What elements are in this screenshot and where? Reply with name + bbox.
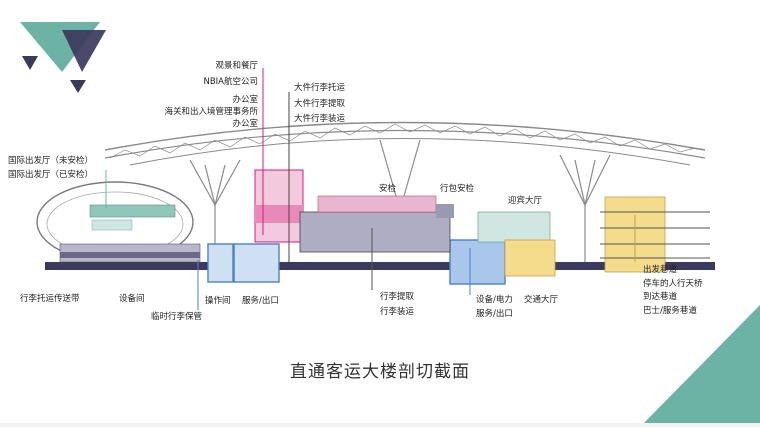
- left-conveyor-band: [60, 252, 200, 258]
- leader-lines: [105, 68, 636, 310]
- label-departure-lane: 出发巷道: [643, 265, 678, 275]
- teal-triangle-bottom-right: [640, 305, 760, 427]
- label-baggage-loading: 大件行李装运: [294, 114, 346, 124]
- roof-truss: [104, 121, 706, 166]
- navy-triangle-bottom: [70, 80, 86, 93]
- navy-triangle-top: [62, 30, 106, 72]
- label-nbia-airline: NBIA航空公司: [203, 77, 258, 87]
- blue-block-2: [233, 243, 280, 283]
- label-bag-pickup: 行李提取: [380, 292, 415, 302]
- departure-dome: [36, 181, 194, 263]
- label-temp-storage: 临时行李保管: [151, 312, 203, 322]
- label-arrival-lane: 到达巷道: [643, 292, 678, 302]
- yellow-transport-block: [504, 239, 556, 277]
- label-service-exit-2: 服务/出口: [476, 309, 513, 319]
- label-baggage-checkin: 大件行李托运: [294, 83, 346, 93]
- label-conveyor: 行李托运传送带: [20, 294, 80, 304]
- label-arrival-hall: 迎宾大厅: [508, 196, 543, 206]
- blue-block-1: [207, 243, 234, 283]
- label-departure-unchecked: 国际出发厅（未安检）: [8, 156, 94, 166]
- security-hall-block: [317, 195, 437, 213]
- diagram-title: 直通客运大楼剖切截面: [290, 362, 470, 382]
- label-operation-room: 操作间: [205, 296, 231, 306]
- label-service-exit-1: 服务/出口: [242, 296, 279, 306]
- navy-triangle-small: [22, 56, 38, 70]
- baggage-security-block: [436, 204, 454, 218]
- ground-slab: [45, 262, 715, 270]
- pink-office-band: [255, 205, 303, 223]
- label-departure-checked: 国际出发厅（已安检）: [8, 170, 94, 180]
- label-skybridge: 停车的人行天桥: [643, 279, 703, 289]
- label-equipment-power: 设备/电力: [476, 295, 513, 305]
- bottom-strip: [0, 423, 760, 427]
- label-transport-hall: 交通大厅: [524, 295, 559, 305]
- label-baggage-claim: 大件行李提取: [294, 99, 346, 109]
- label-office-2: 办公室: [232, 119, 258, 129]
- blue-block-3: [449, 239, 506, 285]
- label-observation-restaurant: 观景和餐厅: [215, 61, 258, 71]
- label-baggage-security: 行包安检: [440, 184, 475, 194]
- label-security: 安检: [379, 184, 397, 194]
- label-equipment-room: 设备间: [119, 294, 145, 304]
- label-bag-loading: 行李装运: [380, 307, 415, 317]
- label-bus-lane: 巴士/服务巷道: [643, 306, 697, 316]
- label-customs: 海关和出入境管理事务所: [164, 107, 258, 117]
- label-office-1: 办公室: [232, 95, 258, 105]
- arrival-hall-block: [477, 211, 551, 243]
- central-terminal-block: [299, 211, 451, 253]
- right-road-lines: [600, 211, 710, 259]
